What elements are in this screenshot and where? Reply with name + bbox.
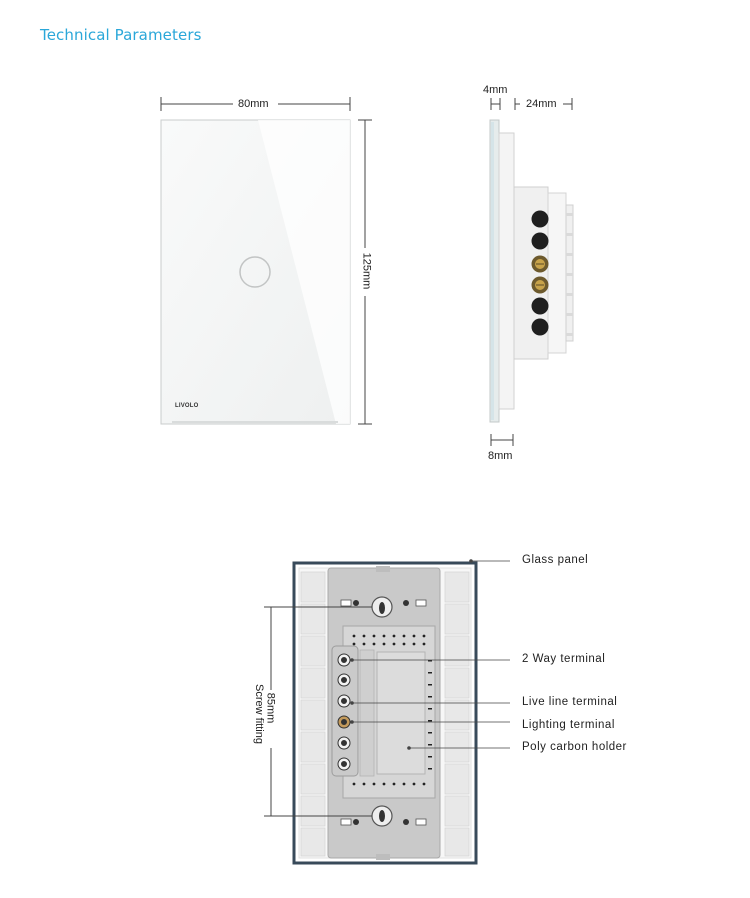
width-dimension (160, 97, 351, 111)
vent-slots (428, 660, 432, 770)
width-label: 80mm (238, 98, 269, 110)
side-top-dimensions (490, 98, 573, 110)
side-bottom-dimension (490, 434, 514, 446)
callout-leaders (350, 559, 510, 750)
callout-2-way-terminal: 2 Way terminal (522, 653, 606, 665)
vent-dots (352, 634, 426, 786)
side-terminal-screws (531, 210, 549, 336)
callout-lighting-terminal: Lighting terminal (522, 719, 615, 731)
page-title: Technical Parameters (40, 26, 202, 44)
screw-distance-label: 85mm (264, 692, 277, 724)
height-label: 125mm (360, 252, 373, 290)
height-dimension (358, 119, 372, 425)
depth-back-label: 24mm (526, 98, 557, 110)
touch-button-ring (239, 256, 271, 288)
switch-front-panel (160, 119, 351, 425)
callout-live-line-terminal: Live line terminal (522, 696, 618, 708)
switch-side-view (489, 119, 574, 423)
bottom-depth-label: 8mm (488, 450, 513, 462)
callout-poly-carbon-holder: Poly carbon holder (522, 741, 627, 753)
brand-logo: LIVOLO (175, 403, 199, 409)
back-terminals (337, 653, 351, 771)
callout-glass-panel: Glass panel (522, 554, 589, 566)
depth-front-label: 4mm (483, 84, 508, 96)
screw-fitting-caption: Screw fitting (252, 684, 265, 744)
screw-fitting-dimension (264, 606, 372, 817)
